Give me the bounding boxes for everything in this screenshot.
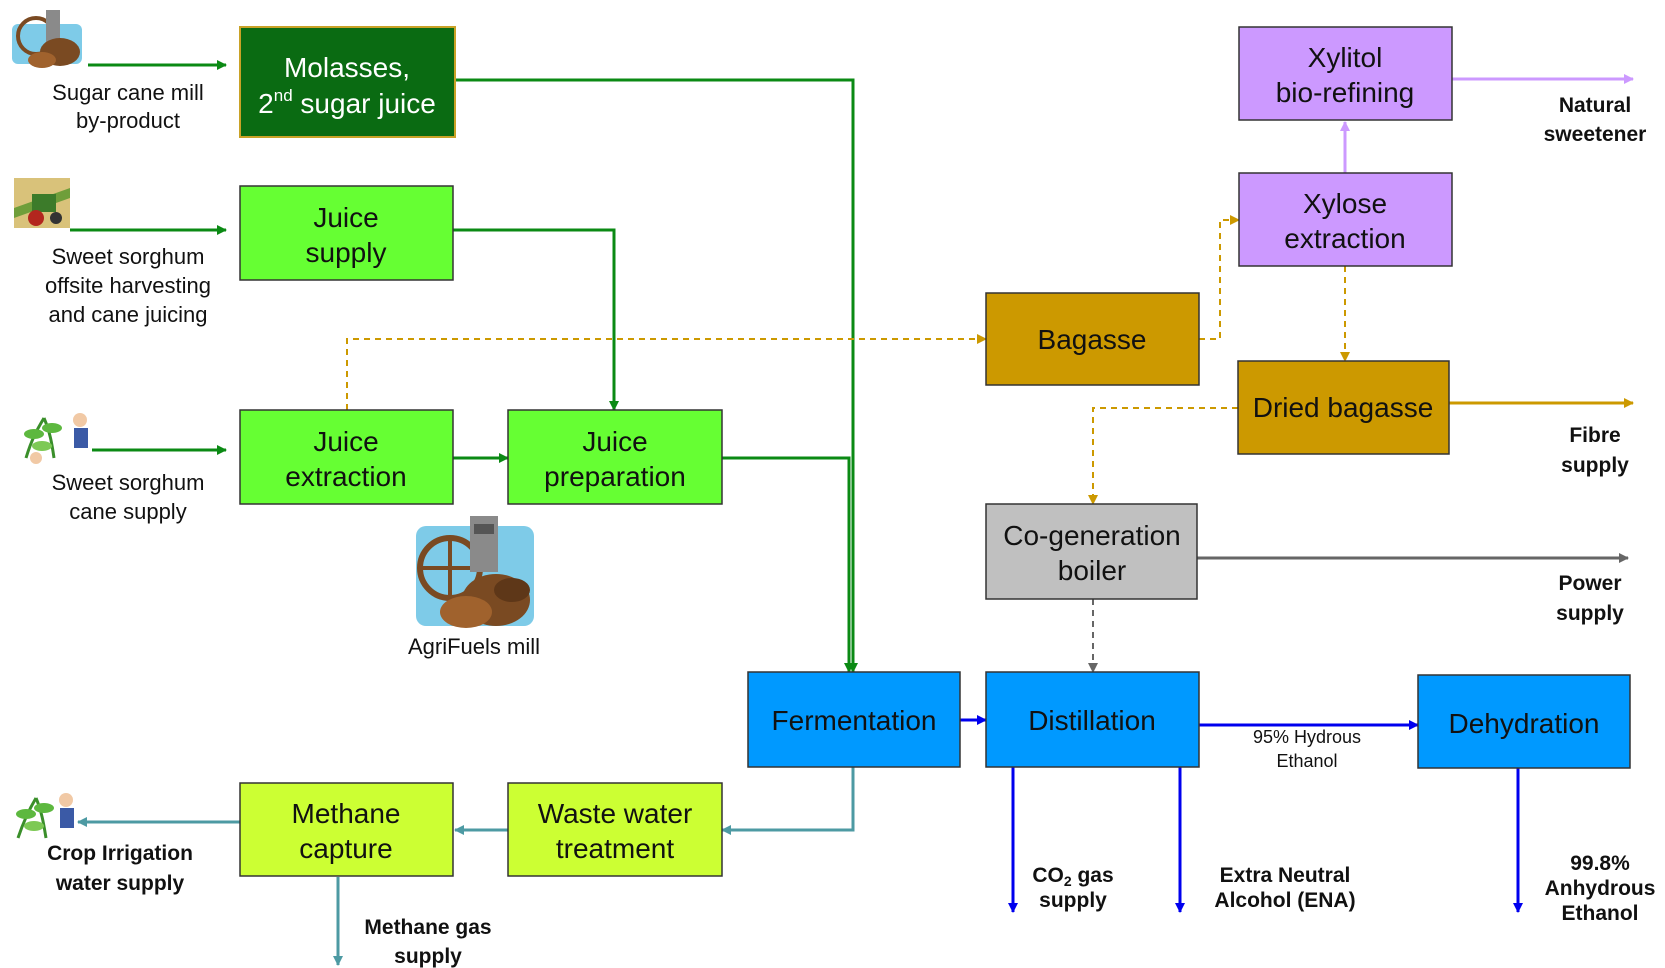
arrow-extraction-to-bagasse: [346, 334, 987, 410]
ena-line-2: Alcohol (ENA): [1214, 889, 1355, 912]
irrigation-crops-clipart-icon: [16, 793, 74, 839]
cogeneration-box: Co-generation boiler: [985, 503, 1198, 600]
juice-extraction-line-1: Juice: [313, 426, 378, 457]
arrow-bagasse-to-xylose: [1199, 215, 1240, 340]
bagasse-label: Bagasse: [1038, 324, 1147, 355]
juice-preparation-line-1: Juice: [582, 426, 647, 457]
anhydrous-line-3: Ethanol: [1562, 902, 1639, 925]
arrow-molasses-to-fermentation: [455, 78, 858, 673]
anhydrous-line-2: Anhydrous: [1545, 877, 1656, 900]
distillation-box: Distillation: [985, 671, 1200, 768]
output-labels: Natural sweetener Fibre supply Power sup…: [47, 94, 1655, 968]
xylitol-box: Xylitol bio-refining: [1238, 26, 1453, 121]
natural-sweetener-line-1: Natural: [1559, 94, 1631, 117]
dried-bagasse-label: Dried bagasse: [1253, 392, 1434, 423]
xylitol-line-2: bio-refining: [1276, 77, 1415, 108]
methane-gas-line-2: supply: [394, 945, 462, 968]
arrow-fermentation-to-waste-water: [721, 767, 855, 835]
sugar-cane-mill-line-1: Sugar cane mill: [52, 80, 204, 105]
juice-supply-line-1: Juice: [313, 202, 378, 233]
xylitol-line-1: Xylitol: [1308, 42, 1383, 73]
molasses-line-1: Molasses,: [284, 52, 410, 83]
offsite-line-2: offsite harvesting: [45, 273, 211, 298]
crop-irrigation-line-1: Crop Irrigation: [47, 842, 193, 865]
sugar-cane-mill-line-2: by-product: [76, 108, 180, 133]
power-supply-line-1: Power: [1558, 572, 1621, 595]
fibre-supply-line-1: Fibre: [1569, 424, 1620, 447]
cogeneration-line-2: boiler: [1058, 555, 1126, 586]
farmer-crops-clipart-icon: [24, 413, 88, 464]
methane-gas-line-1: Methane gas: [364, 916, 491, 939]
hydrous-ethanol-line-2: Ethanol: [1276, 751, 1337, 771]
ena-line-1: Extra Neutral: [1220, 864, 1351, 887]
juice-preparation-line-2: preparation: [544, 461, 686, 492]
process-boxes: Molasses, 2nd sugar juice Juice supply J…: [239, 26, 1631, 877]
cane-supply-line-2: cane supply: [69, 499, 186, 524]
offsite-line-3: and cane juicing: [48, 302, 207, 327]
natural-sweetener-line-2: sweetener: [1544, 123, 1647, 146]
hydrous-ethanol-line-1: 95% Hydrous: [1253, 727, 1361, 747]
xylose-line-1: Xylose: [1303, 188, 1387, 219]
waste-water-line-2: treatment: [556, 833, 674, 864]
methane-capture-line-2: capture: [299, 833, 392, 864]
dehydration-label: Dehydration: [1449, 708, 1600, 739]
co2-supply-line-1: CO2 gas: [1032, 864, 1113, 889]
fermentation-box: Fermentation: [747, 671, 961, 768]
juice-preparation-box: Juice preparation: [507, 409, 723, 505]
xylose-line-2: extraction: [1284, 223, 1405, 254]
connectors: [70, 60, 1634, 966]
juice-extraction-line-2: extraction: [285, 461, 406, 492]
co2-supply-line-2: supply: [1039, 889, 1107, 912]
arrow-juice-supply-to-preparation: [453, 228, 619, 411]
juice-supply-box: Juice supply: [239, 185, 454, 281]
power-supply-line-2: supply: [1556, 602, 1624, 625]
agrifuels-mill-clipart-icon: [416, 516, 534, 628]
dehydration-box: Dehydration: [1417, 674, 1631, 769]
anhydrous-line-1: 99.8%: [1570, 852, 1630, 875]
methane-capture-line-1: Methane: [292, 798, 401, 829]
methane-capture-box: Methane capture: [239, 782, 454, 877]
offsite-line-1: Sweet sorghum: [52, 244, 205, 269]
harvester-clipart-icon: [14, 178, 70, 228]
xylose-extraction-box: Xylose extraction: [1238, 172, 1453, 267]
arrow-preparation-to-fermentation: [722, 456, 854, 673]
dried-bagasse-box: Dried bagasse: [1237, 360, 1450, 455]
cogeneration-line-1: Co-generation: [1003, 520, 1180, 551]
fibre-supply-line-2: supply: [1561, 454, 1629, 477]
cane-supply-line-1: Sweet sorghum: [52, 470, 205, 495]
juice-extraction-box: Juice extraction: [239, 409, 454, 505]
bagasse-box: Bagasse: [985, 292, 1200, 386]
waste-water-line-1: Waste water: [538, 798, 693, 829]
molasses-box: Molasses, 2nd sugar juice: [239, 26, 456, 138]
arrow-dried-bagasse-to-cogeneration: [1088, 407, 1238, 505]
distillation-label: Distillation: [1028, 705, 1156, 736]
source-labels: Sugar cane mill by-product Sweet sorghum…: [45, 80, 540, 659]
waste-water-box: Waste water treatment: [507, 782, 723, 877]
crop-irrigation-line-2: water supply: [55, 872, 185, 895]
agrifuels-mill-label: AgriFuels mill: [408, 634, 540, 659]
fermentation-label: Fermentation: [772, 705, 937, 736]
molasses-line-2: 2nd sugar juice: [258, 86, 436, 119]
sugar-mill-clipart-icon: [12, 10, 82, 68]
juice-supply-line-2: supply: [306, 237, 387, 268]
